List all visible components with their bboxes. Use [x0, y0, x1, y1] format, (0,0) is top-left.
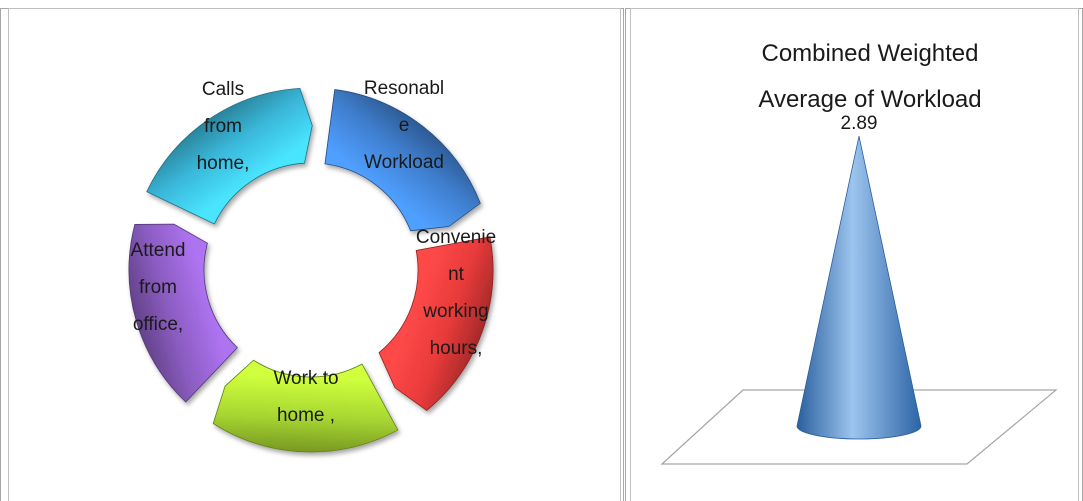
- cycle-segment-label: Attend: [131, 240, 186, 261]
- cycle-segment-label: Work to: [273, 368, 338, 389]
- cycle-segment-label: working: [422, 301, 488, 322]
- cycle-segment-label: hours,: [430, 338, 483, 359]
- cycle-segment: [128, 223, 238, 403]
- cone-chart: 2.89: [660, 113, 1058, 465]
- cycle-segment-label: Calls: [202, 79, 244, 100]
- cycle-segment-label: Convenie: [416, 227, 496, 248]
- cycle-segment-label: nt: [448, 264, 465, 285]
- cycle-segment: [146, 87, 313, 225]
- cone-chart-title-line-1: Combined Weighted: [761, 40, 979, 67]
- cone-chart-floor: [660, 389, 1058, 465]
- cycle-segment-label: Resonabl: [364, 78, 444, 99]
- cycle-segment-label: Workload: [364, 152, 444, 173]
- cone-bar: [796, 135, 922, 440]
- cycle-segment-label: home ,: [277, 405, 335, 426]
- cone-chart-title: Combined Weighted Average of Workload: [700, 38, 1040, 120]
- cycle-segment-label: home,: [197, 153, 250, 174]
- cycle-segment-label: e: [399, 115, 410, 136]
- cycle-segment: [212, 359, 399, 453]
- cycle-segment: [378, 236, 494, 411]
- cycle-segment-label: from: [139, 277, 177, 298]
- cone-chart-title-line-2: Average of Workload: [758, 86, 982, 113]
- cone-data-label: 2.89: [841, 113, 878, 134]
- cycle-segment-label: office,: [133, 314, 183, 335]
- cycle-segment: [324, 89, 481, 232]
- cycle-segment-label: from: [204, 116, 242, 137]
